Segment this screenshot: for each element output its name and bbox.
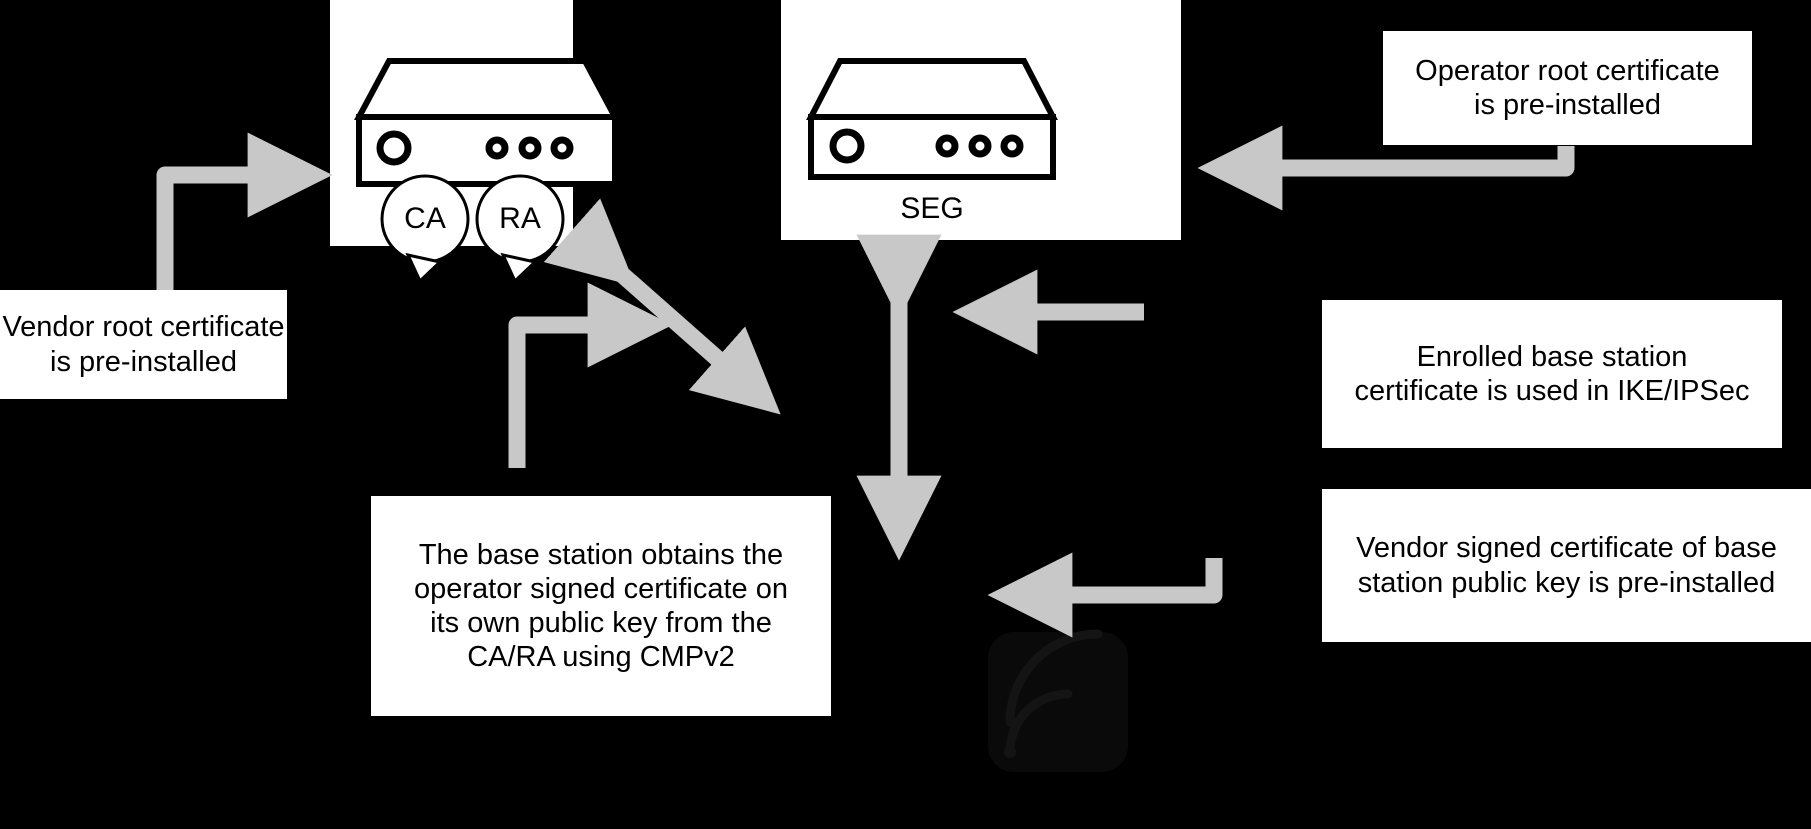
seg-label: SEG bbox=[900, 192, 964, 225]
callout-vendor-root-line2: is pre-installed bbox=[50, 345, 237, 378]
callout-vendor-root-line1: Vendor root certificate bbox=[2, 311, 285, 344]
seg-icon bbox=[806, 58, 1058, 180]
ca-label: CA bbox=[404, 202, 446, 235]
callout-vendor-root: Vendor root certificate is pre-installed bbox=[0, 290, 287, 399]
callout-enrolled-cert: Enrolled base station certificate is use… bbox=[1322, 300, 1782, 448]
callout-vendor-signed-line2: station public key is pre-installed bbox=[1357, 566, 1776, 599]
callout-operator-root: Operator root certificate is pre-install… bbox=[1383, 31, 1752, 145]
ca-bubble-icon bbox=[380, 174, 470, 284]
callout-cmpv2-line1: The base station obtains the bbox=[418, 538, 784, 571]
callout-cmpv2-line4: CA/RA using CMPv2 bbox=[467, 641, 735, 674]
callout-enrolled-cert-line1: Enrolled base station bbox=[1416, 340, 1688, 373]
base-station-icon bbox=[353, 58, 621, 187]
callout-cmpv2-line3: its own public key from the bbox=[430, 607, 772, 639]
callout-vendor-signed: Vendor signed certificate of base statio… bbox=[1322, 489, 1811, 642]
callout-operator-root-line2: is pre-installed bbox=[1474, 89, 1661, 121]
callout-cmpv2-line2: operator signed certificate on bbox=[414, 572, 788, 605]
callout-vendor-signed-line1: Vendor signed certificate of base bbox=[1356, 532, 1777, 565]
antenna-icon bbox=[988, 629, 1128, 772]
callout-operator-root-line1: Operator root certificate bbox=[1415, 54, 1720, 87]
callout-cmpv2: The base station obtains the operator si… bbox=[371, 496, 831, 716]
ra-label: RA bbox=[499, 202, 541, 235]
callout-enrolled-cert-line2: certificate is used in IKE/IPSec bbox=[1354, 375, 1750, 407]
